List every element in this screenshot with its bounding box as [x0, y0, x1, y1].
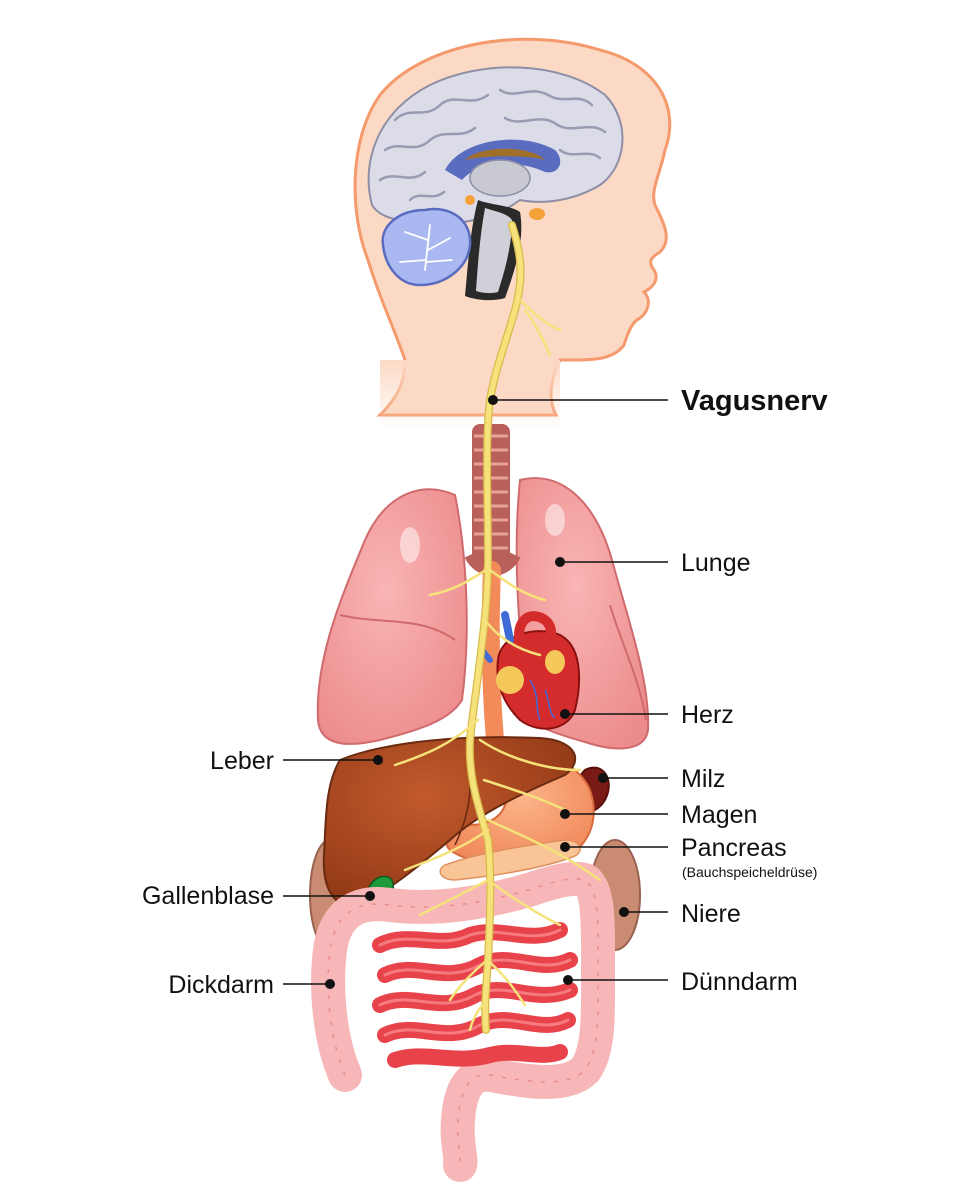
thalamus [469, 159, 531, 197]
esophagus [481, 561, 504, 749]
label-dickdarm: Dickdarm [168, 971, 274, 999]
label-gallenblase: Gallenblase [142, 882, 274, 910]
cerebellum-folia [399, 224, 453, 271]
aorta [514, 611, 556, 650]
heart [479, 611, 581, 730]
cerebellum [381, 207, 472, 287]
label-milz: Milz [681, 765, 725, 793]
atrium-right [496, 666, 524, 694]
pineal [465, 195, 475, 205]
label-pancreas: Pancreas [681, 834, 787, 862]
pancreas [439, 839, 581, 881]
label-magen: Magen [681, 801, 757, 829]
leader-lines [283, 395, 668, 989]
midbrain-cap [465, 148, 545, 160]
brainstem-inner [476, 208, 512, 294]
liver [322, 736, 577, 907]
label-niere: Niere [681, 900, 741, 928]
lungs [316, 477, 650, 750]
label-lunge: Lunge [681, 549, 751, 577]
label-pancreas-sub: (Bauchspeicheldrüse) [682, 864, 817, 880]
label-leber: Leber [210, 747, 274, 775]
lung-right [316, 488, 468, 745]
vagus-nerve [393, 221, 602, 1034]
label-vagusnerv: Vagusnerv [681, 385, 828, 417]
label-duenndarm: Dünndarm [681, 968, 798, 996]
label-herz: Herz [681, 701, 734, 729]
pituitary [529, 208, 545, 220]
brain-folds [378, 88, 607, 202]
vena-cava [501, 611, 514, 644]
atrium-left [545, 650, 565, 674]
neck-fade [380, 360, 560, 430]
